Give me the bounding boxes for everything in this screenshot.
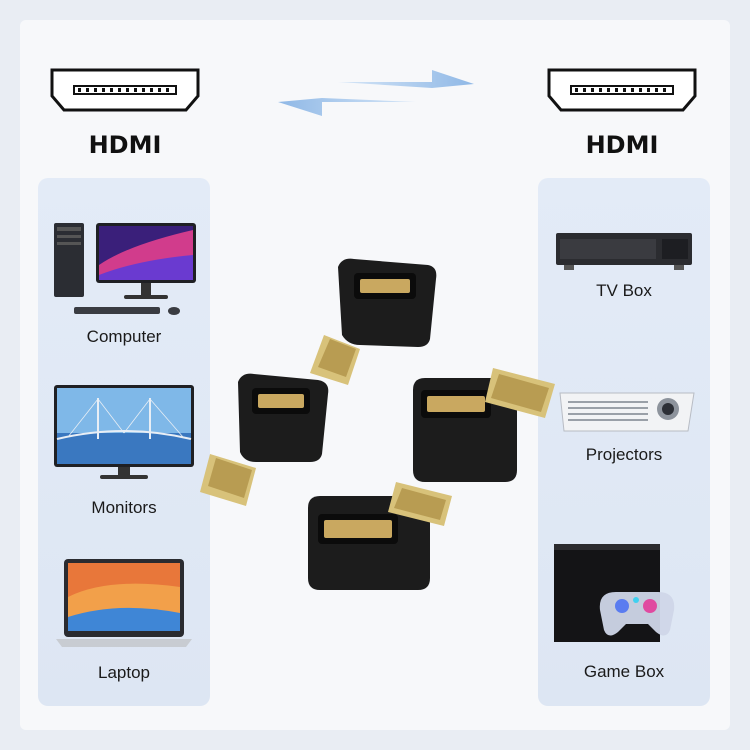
- hdmi-adapter-2: [200, 373, 329, 506]
- device-label: Monitors: [91, 498, 157, 517]
- tv-box-icon: [556, 233, 692, 270]
- device-laptop: Laptop: [38, 557, 210, 687]
- monitor-icon: [54, 385, 194, 479]
- hdmi-adapter-4: [308, 482, 452, 590]
- hdmi-display-connector: HDMI: [542, 66, 702, 159]
- device-label: TV Box: [596, 281, 652, 300]
- hdmi-port-icon: [547, 68, 697, 112]
- hdmi-label: HDMI: [88, 131, 162, 159]
- device-label: Laptop: [98, 663, 150, 682]
- device-game-box: Game Box: [538, 540, 710, 690]
- device-tv-box: TV Box: [538, 225, 710, 305]
- computer-icon: [54, 223, 196, 315]
- device-monitors: Monitors: [38, 383, 210, 523]
- device-computer: Computer: [38, 215, 210, 355]
- projector-icon: [559, 392, 695, 432]
- hdmi-source-connector: HDMI: [45, 66, 205, 159]
- hdmi-adapter-3: [413, 368, 555, 482]
- hdmi-adapter-1: [310, 258, 437, 385]
- device-label: Game Box: [583, 662, 665, 681]
- device-label: Projectors: [585, 445, 663, 464]
- bidirectional-arrows-icon: [278, 70, 474, 116]
- hdmi-label: HDMI: [585, 131, 659, 159]
- device-label: Computer: [86, 327, 162, 346]
- laptop-icon: [56, 559, 192, 647]
- hdmi-port-icon: [50, 68, 200, 112]
- device-projectors: Projectors: [538, 383, 710, 473]
- game-box-icon: [554, 544, 675, 642]
